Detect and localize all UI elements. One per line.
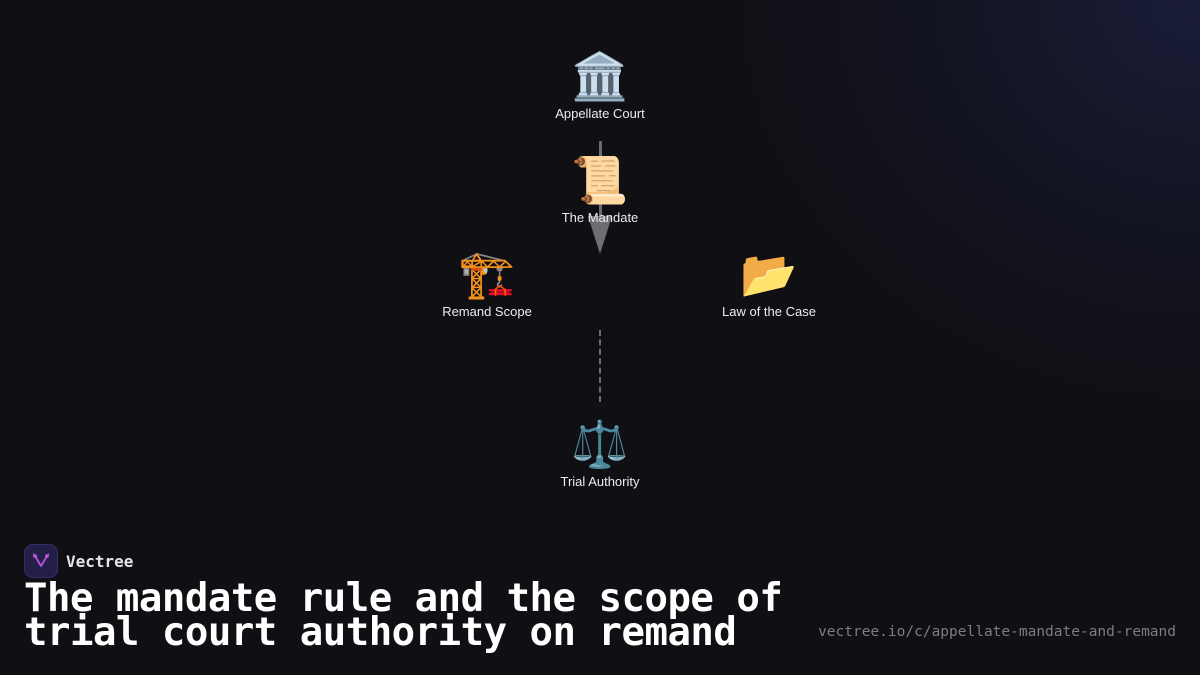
vectree-logo-icon: [24, 544, 58, 578]
node-remand-scope[interactable]: 🏗️ Remand Scope: [387, 246, 587, 319]
page-title: The mandate rule and the scope of trial …: [24, 576, 783, 655]
brand-name: Vectree: [66, 551, 134, 571]
open-folder-icon: 📂: [740, 247, 798, 301]
edge-appellate-to-mandate: [599, 141, 602, 231]
edge-dashed-to-trial-authority: [599, 330, 601, 402]
arrowhead-icon: [588, 216, 612, 254]
crane-icon: 🏗️: [458, 247, 516, 301]
concept-diagram: 🏛️ Appellate Court 📜 The Mandate 🏗️ Rema…: [387, 48, 869, 489]
source-url[interactable]: vectree.io/c/appellate-mandate-and-reman…: [818, 624, 1176, 640]
node-the-mandate[interactable]: 📜 The Mandate: [500, 152, 700, 225]
node-trial-authority[interactable]: ⚖️ Trial Authority: [500, 416, 700, 489]
node-label: Trial Authority: [560, 474, 640, 489]
classical-building-icon: 🏛️: [571, 49, 629, 103]
node-label: Remand Scope: [442, 304, 532, 319]
balance-scale-icon: ⚖️: [571, 417, 629, 471]
node-label: Law of the Case: [722, 304, 816, 319]
scroll-icon: 📜: [571, 153, 629, 207]
brand: Vectree: [24, 544, 133, 578]
node-label: The Mandate: [561, 210, 639, 225]
node-law-of-the-case[interactable]: 📂 Law of the Case: [669, 246, 869, 319]
node-appellate-court[interactable]: 🏛️ Appellate Court: [500, 48, 700, 121]
node-label: Appellate Court: [555, 106, 645, 121]
